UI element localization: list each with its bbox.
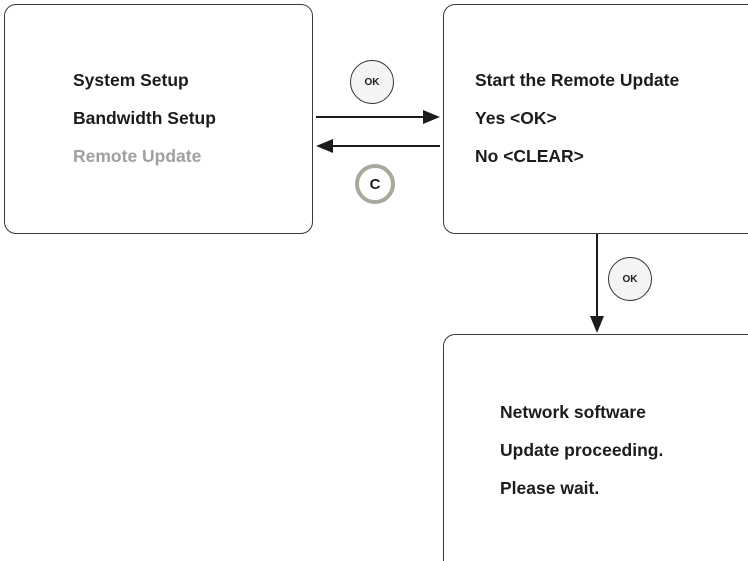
- progress-message-line-2: Update proceeding.: [500, 440, 664, 460]
- arrow-right-to-confirm: [316, 110, 440, 124]
- progress-message-line-3: Please wait.: [500, 478, 600, 498]
- confirm-prompt: Start the Remote Update: [475, 70, 680, 90]
- progress-screen: [443, 334, 748, 561]
- progress-message-line-1: Network software: [500, 402, 646, 422]
- confirm-yes-option: Yes <OK>: [475, 108, 557, 128]
- menu-item-system-setup: System Setup: [73, 70, 189, 90]
- confirm-screen: [443, 4, 748, 234]
- menu-screen: [4, 4, 313, 234]
- arrow-left-to-menu: [316, 139, 440, 153]
- arrow-down-to-progress: [590, 234, 604, 333]
- ok-key-icon: OK: [608, 257, 652, 301]
- confirm-no-option: No <CLEAR>: [475, 146, 584, 166]
- menu-item-bandwidth-setup: Bandwidth Setup: [73, 108, 216, 128]
- clear-key-icon: C: [355, 164, 395, 204]
- menu-item-remote-update: Remote Update: [73, 146, 202, 166]
- ok-key-icon: OK: [350, 60, 394, 104]
